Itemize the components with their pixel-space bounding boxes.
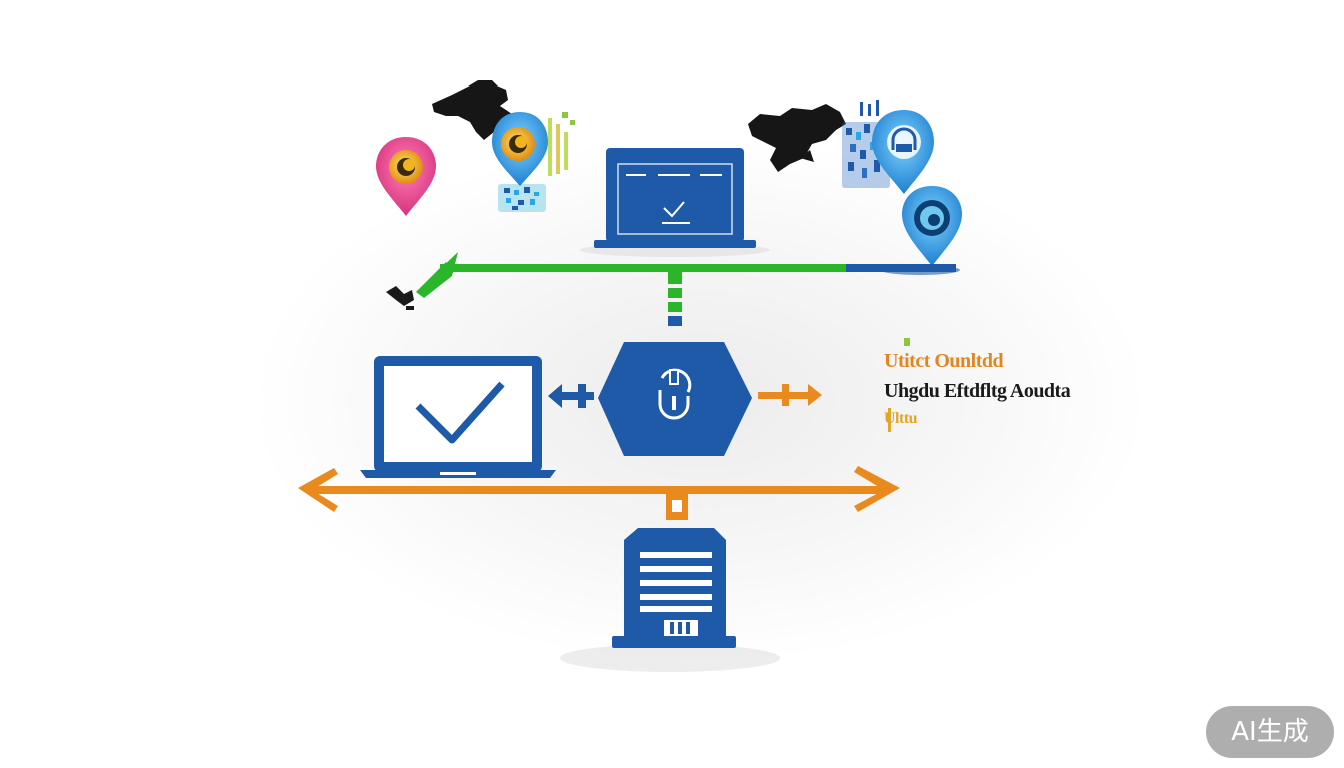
left-laptop-icon (360, 356, 556, 478)
green-connector (416, 252, 960, 326)
hub-right-link (758, 384, 822, 406)
location-pin-icon (872, 110, 934, 194)
server-icon (612, 528, 736, 648)
caption-line-1: Utitct Ounltdd (884, 350, 1004, 372)
shadow (560, 644, 780, 672)
world-map-icon (432, 80, 512, 140)
caption-line-3: Ulttu (884, 410, 918, 427)
top-laptop-icon (594, 148, 756, 248)
caption-accent (888, 338, 910, 432)
hub-left-link (548, 384, 594, 408)
location-pin-icon (492, 112, 548, 186)
scribble-mark (386, 286, 414, 310)
hub-hexagon-icon (598, 342, 752, 456)
data-pixel-cluster (498, 112, 575, 212)
location-pin-icon (376, 137, 436, 216)
location-pin-icon (902, 186, 962, 266)
orange-double-arrow (298, 466, 900, 520)
caption-line-2: Uhgdu Eftdfltg Aoudta (884, 380, 1071, 402)
world-map-icon (748, 104, 846, 172)
ai-generated-badge: AI生成 (1206, 706, 1334, 758)
